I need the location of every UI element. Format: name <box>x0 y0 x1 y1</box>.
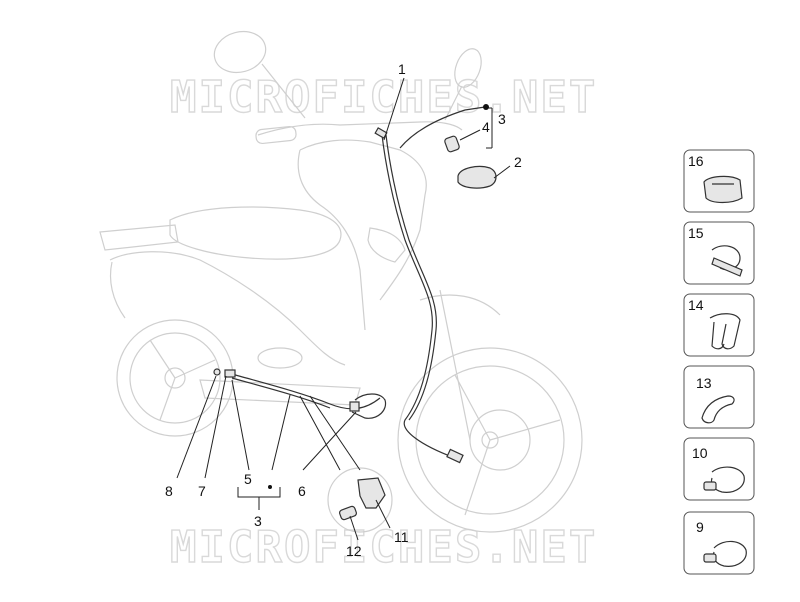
rear-body <box>109 251 346 366</box>
callout-7: 7 <box>198 483 206 499</box>
part-4-fitting <box>444 129 481 153</box>
callout-3-top: 3 <box>498 111 506 127</box>
callout-6: 6 <box>298 483 306 499</box>
front-shield <box>299 139 427 301</box>
side-part-16: 16 <box>683 149 755 213</box>
scooter-outline <box>99 30 583 533</box>
watermark-bottom: MICROFICHES.NET <box>170 522 597 573</box>
wire-clip-icon <box>709 313 741 350</box>
cable-assembly <box>213 106 486 464</box>
rear-fender <box>109 261 126 319</box>
left-grip <box>255 125 297 145</box>
brake-lever-fitting <box>446 448 464 464</box>
callout-4: 4 <box>482 119 490 135</box>
screw-icon <box>339 505 357 521</box>
callout-8: 8 <box>165 483 173 499</box>
callout-5: 5 <box>244 471 252 487</box>
side-part-13: 13 <box>683 365 755 429</box>
right-mirror-stem <box>444 85 463 121</box>
svg-text:13: 13 <box>696 375 712 391</box>
callout-2: 2 <box>514 154 522 170</box>
reference-dot <box>483 104 489 110</box>
front-wheel <box>397 347 583 533</box>
callout-labels: 1 2 3 4 5 3 6 7 8 11 12 <box>165 61 522 559</box>
leader-lines <box>176 77 493 541</box>
cable-loop-clamp <box>351 393 387 419</box>
front-rim <box>415 365 565 515</box>
svg-text:14: 14 <box>688 297 704 313</box>
part-2-rubber-cover <box>457 165 511 189</box>
callout-1: 1 <box>398 61 406 77</box>
side-part-10: 10 <box>683 437 755 501</box>
rubber-pad-icon <box>701 395 735 424</box>
rear-brake-cable-lower <box>231 373 381 410</box>
rear-brake-cable-upper <box>399 106 486 149</box>
svg-text:9: 9 <box>696 519 704 535</box>
adjuster-nut-icon <box>224 369 236 378</box>
callout-3-bottom: 3 <box>254 513 262 529</box>
band-clip-icon <box>711 245 743 277</box>
front-brake-cable <box>381 134 456 459</box>
svg-text:16: 16 <box>688 153 704 169</box>
front-fork <box>439 289 471 441</box>
watermark-top: MICROFICHES.NET <box>170 72 597 123</box>
side-part-15: 15 <box>683 221 755 285</box>
rear-rim <box>129 332 221 424</box>
leg-shield <box>297 149 366 331</box>
callout-12: 12 <box>346 543 362 559</box>
rear-rack <box>99 224 179 251</box>
left-mirror-icon <box>213 30 267 74</box>
front-indicator <box>367 227 406 263</box>
cable-tie-icon <box>703 540 747 567</box>
cable-guide-icon <box>357 477 386 509</box>
front-fender <box>419 294 501 316</box>
svg-text:10: 10 <box>692 445 708 461</box>
handlebar <box>257 121 463 136</box>
rear-hub <box>164 367 186 389</box>
side-part-14: 14 <box>683 293 755 357</box>
side-part-9: 9 <box>683 511 755 575</box>
front-hub <box>481 431 499 449</box>
small-nut-icon <box>213 368 221 376</box>
callout-11: 11 <box>394 529 409 545</box>
part-11-12-detail <box>327 467 393 533</box>
cable-tie-icon <box>703 466 745 493</box>
seat <box>169 206 342 260</box>
left-mirror-stem <box>261 63 306 119</box>
clamp-icon <box>703 175 743 204</box>
side-vent <box>257 347 303 369</box>
brake-disc <box>469 409 531 471</box>
side-parts-column: 16 15 14 13 <box>683 149 755 575</box>
svg-text:15: 15 <box>688 225 704 241</box>
